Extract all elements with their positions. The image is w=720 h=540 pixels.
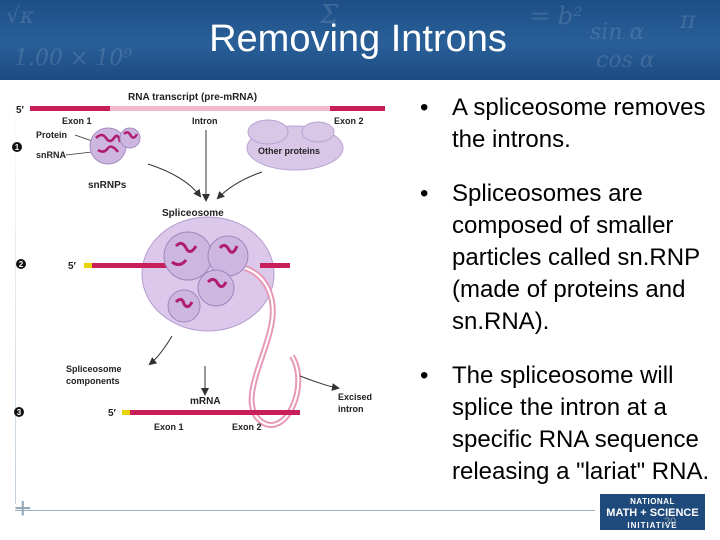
bullet-list: • A spliceosome removes the introns. • S… [420,92,716,510]
bg-symbol: π [680,6,696,34]
exon1-label: Exon 1 [62,116,92,126]
exon2-label-3: Exon 2 [232,422,262,432]
footer-divider [15,510,595,511]
yellow-cap [84,263,92,268]
step1-number: 1 [15,143,20,152]
exon2-strand-3 [218,410,300,415]
bullet-text: Spliceosomes are composed of smaller par… [452,180,700,335]
snrna-squiggle [218,243,239,254]
excised-label-1: Excised [338,392,372,402]
bullet-text: The spliceosome will splice the intron a… [452,362,710,485]
protein-label: Protein [36,130,67,140]
plus-icon: + [14,492,32,525]
bullet-item: • Spliceosomes are composed of smaller p… [420,178,716,338]
divider-vertical [15,86,16,504]
exon2-strand [330,106,385,111]
snrna-label: snRNA [36,150,67,160]
exon1-label-3: Exon 1 [154,422,184,432]
bg-symbol: Σ [320,0,339,30]
step3-marker [14,407,24,417]
arrow-from-snrnps [147,163,202,198]
exon2-strand-2 [260,263,290,268]
other-proteins-blob [247,119,289,145]
page-number: 20 [664,516,677,528]
snrna-pointer [65,151,93,156]
other-proteins-blob [301,121,335,143]
spliceosome-diagram: RNA transcript (pre-mRNA) 5′ Exon 1 Intr… [12,92,385,432]
other-proteins-label: Other proteins [258,146,320,156]
mrna-label: mRNA [190,396,221,407]
top-label: RNA transcript (pre-mRNA) [128,92,257,103]
five-prime-label: 5′ [16,105,25,116]
step2-number: 2 [19,260,24,269]
bg-symbol: cos α [596,48,655,73]
bullet-item: • A spliceosome removes the introns. [420,92,716,156]
snrna-squiggle [206,277,228,289]
slide-title: Removing Introns [209,18,507,60]
snrnp-particle [163,231,213,281]
snrna-squiggle [95,133,122,153]
logo-line-2: MATH + SCIENCE [606,507,699,519]
step3-number: 3 [17,408,22,417]
spliceosome-label: Spliceosome [162,208,224,219]
bullet-marker: • [420,180,429,207]
snrnp-particle [197,269,235,307]
snrna-squiggle [174,297,194,309]
excised-label-2: intron [338,404,364,414]
slide-header: √κ sin α = b² 1.00 × 10⁹ cos α Σ π Remov… [0,0,720,80]
exon2-label: Exon 2 [334,116,364,126]
arrow-to-excised [299,375,340,391]
logo-line-1: NATIONAL [630,497,675,506]
logo-line-3: INITIATIVE [627,521,678,530]
nmsi-logo: NATIONAL MATH + SCIENCE INITIATIVE [600,494,705,530]
components-label-2: components [66,376,120,386]
components-label-1: Spliceosome [66,364,122,374]
intron-label: Intron [192,116,218,126]
protein-pointer [74,134,93,142]
exon1-strand-3 [130,410,218,415]
step1-marker [12,142,22,152]
five-prime-label-2: 5′ [68,261,77,272]
bg-symbol: 1.00 × 10⁹ [14,46,133,71]
arrow-from-other-proteins [216,171,263,200]
bullet-item: • The spliceosome will splice the intron… [420,360,716,488]
intron-strand [110,106,330,111]
intron-lariat-inner [244,267,300,426]
snrna-squiggle [123,131,139,139]
five-prime-label-3: 5′ [108,408,117,419]
step2-marker [16,259,26,269]
bg-symbol: = b² [530,2,583,30]
snrna-squiggle [171,241,198,267]
bullet-text: A spliceosome removes the introns. [452,94,706,153]
snrnps-label: snRNPs [88,180,127,191]
bullet-marker: • [420,362,429,389]
bg-symbol: sin α [590,20,645,45]
arrow-to-components [148,335,173,366]
yellow-cap [122,410,130,415]
exon1-strand [30,106,110,111]
exon1-strand-2 [92,263,172,268]
bullet-marker: • [420,94,429,121]
snrnp-particle [119,127,141,149]
bg-symbol: √κ [6,4,35,29]
